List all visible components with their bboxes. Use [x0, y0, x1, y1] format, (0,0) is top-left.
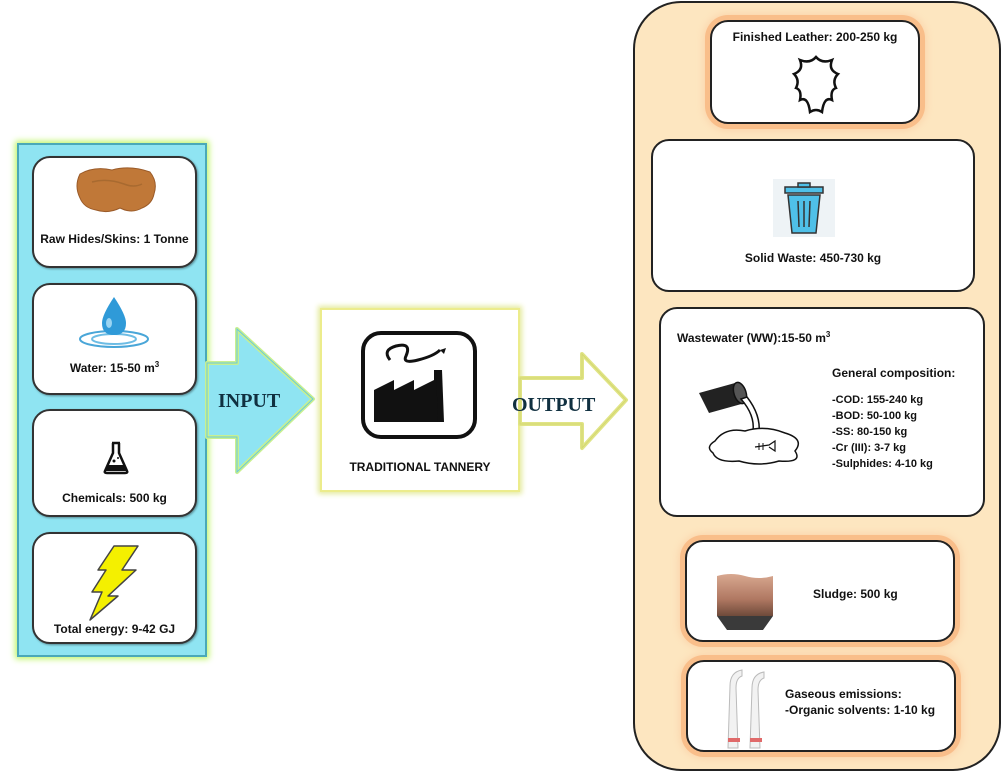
wastewater-unit-superscript: 3 [825, 330, 831, 339]
factory-icon [361, 331, 477, 439]
composition-cr: -Cr (III): 3-7 kg [832, 442, 906, 454]
water-drop-icon [79, 297, 149, 348]
solid-waste-card: Solid Waste: 450-730 kg [651, 139, 975, 292]
raw-hides-card: Raw Hides/Skins: 1 Tonne [32, 156, 197, 268]
composition-cod: -COD: 155-240 kg [832, 394, 924, 406]
chimney-stacks-icon [727, 669, 765, 749]
gaseous-title: Gaseous emissions: [785, 687, 902, 701]
output-arrow-label: OUTPUT [512, 394, 596, 416]
raw-hide-icon [76, 167, 156, 213]
wastewater-card: Wastewater (WW):15-50 m3 General composi… [659, 307, 985, 517]
energy-label: Total energy: 9-42 GJ [53, 622, 176, 636]
finished-leather-label: Finished Leather: 200-250 kg [732, 30, 898, 44]
flask-icon [103, 441, 129, 475]
gaseous-emissions-card: Gaseous emissions: -Organic solvents: 1-… [686, 660, 956, 752]
finished-leather-card: Finished Leather: 200-250 kg [710, 20, 920, 124]
wastewater-title-text: Wastewater (WW):15-50 m [677, 331, 826, 345]
composition-title: General composition: [832, 366, 956, 380]
gaseous-line: -Organic solvents: 1-10 kg [785, 703, 936, 717]
water-label: Water: 15-50 m3 [34, 360, 195, 375]
input-arrow-label: INPUT [218, 390, 281, 412]
water-unit-superscript: 3 [154, 360, 160, 369]
sludge-icon [717, 574, 773, 630]
output-arrow [518, 352, 628, 450]
lightning-bolt-icon [89, 545, 139, 621]
tannery-label: TRADITIONAL TANNERY [349, 460, 491, 474]
sludge-card: Sludge: 500 kg [685, 540, 955, 642]
chemicals-card: Chemicals: 500 kg [32, 409, 197, 517]
composition-ss: -SS: 80-150 kg [832, 426, 908, 438]
sludge-label: Sludge: 500 kg [813, 587, 898, 601]
input-panel: Raw Hides/Skins: 1 Tonne Water: 15-50 m3… [17, 143, 207, 657]
wastewater-pipe-icon [699, 381, 800, 465]
composition-bod: -BOD: 50-100 kg [832, 410, 917, 422]
water-label-text: Water: 15-50 m [69, 361, 155, 375]
water-card: Water: 15-50 m3 [32, 283, 197, 395]
chemicals-label: Chemicals: 500 kg [62, 491, 167, 505]
raw-hides-label: Raw Hides/Skins: 1 Tonne [40, 232, 189, 246]
energy-card: Total energy: 9-42 GJ [32, 532, 197, 644]
wastewater-title: Wastewater (WW):15-50 m3 [677, 330, 830, 345]
input-arrow [205, 327, 315, 474]
tannery-box: TRADITIONAL TANNERY [320, 308, 520, 492]
solid-waste-label: Solid Waste: 450-730 kg [744, 251, 882, 265]
trash-bin-icon [773, 179, 835, 237]
composition-sulphides: -Sulphides: 4-10 kg [832, 458, 933, 470]
leather-hide-icon [791, 55, 841, 115]
